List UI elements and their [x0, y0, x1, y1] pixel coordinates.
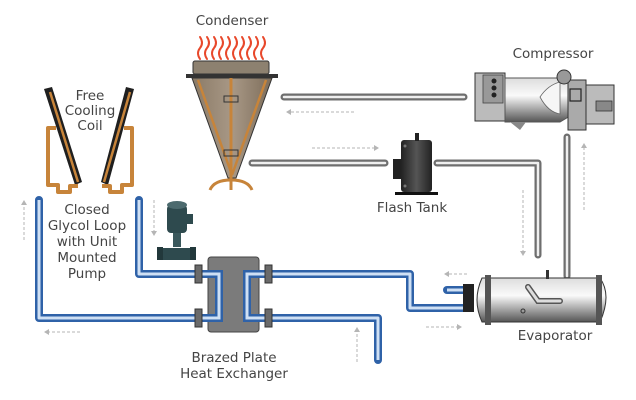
flow-arrow-evap-in: [426, 324, 462, 330]
compressor-label: Compressor: [512, 46, 594, 62]
flow-arrow-to-compressor: [581, 143, 587, 210]
closed-glycol-loop-label: Closed Glycol Loop with Unit Mounted Pum…: [44, 202, 130, 282]
flow-arrows: [21, 109, 587, 362]
evaporator: [463, 270, 607, 325]
pipe-bphe-outlet: [231, 314, 382, 364]
brazed-plate-heat-exchanger: [194, 256, 273, 333]
flash-tank: [393, 133, 438, 195]
free-cooling-coil-label-line3: Coil: [77, 118, 103, 134]
glycol-label-line5: Pump: [67, 266, 107, 282]
free-cooling-coil-label: Free Cooling Coil: [62, 89, 118, 134]
flow-arrow-glycol-down: [151, 200, 157, 236]
free-cooling-coil-right: [101, 87, 134, 194]
flow-arrow-to-flash-tank: [312, 145, 379, 151]
free-cooling-coil-left: [44, 87, 82, 194]
refrigerant-piping: [248, 93, 571, 280]
glycol-label-line2: Glycol Loop: [47, 218, 127, 234]
free-cooling-coil-label-line1: Free: [75, 88, 105, 104]
flow-arrow-glycol-up: [21, 200, 27, 240]
flow-arrow-glycol-left: [44, 329, 80, 335]
evaporator-label: Evaporator: [517, 328, 593, 344]
condenser: [186, 36, 278, 191]
pipe-coil-return: [35, 196, 204, 322]
compressor: [474, 69, 615, 131]
brazed-plate-label-line2: Heat Exchanger: [180, 366, 288, 382]
flash-tank-label: Flash Tank: [376, 200, 448, 216]
condenser-label: Condenser: [195, 13, 269, 29]
free-cooling-coil-label-line2: Cooling: [64, 103, 116, 119]
flow-arrow-to-evaporator: [520, 190, 526, 256]
glycol-label-line3: with Unit: [56, 234, 118, 250]
glycol-label-line1: Closed: [64, 202, 110, 218]
circulation-pump: [157, 201, 196, 260]
glycol-label-line4: Mounted: [57, 250, 117, 266]
brazed-plate-label-line1: Brazed Plate: [191, 350, 277, 366]
flow-arrow-to-condenser: [286, 109, 354, 115]
pipe-flash-tank-to-evaporator: [433, 159, 542, 259]
flow-arrow-evap-out: [444, 271, 467, 277]
heat-flames-icon: [197, 36, 266, 60]
flow-arrow-bphe-return: [354, 327, 360, 362]
brazed-plate-label: Brazed Plate Heat Exchanger: [176, 350, 292, 382]
glycol-piping: [35, 196, 467, 364]
